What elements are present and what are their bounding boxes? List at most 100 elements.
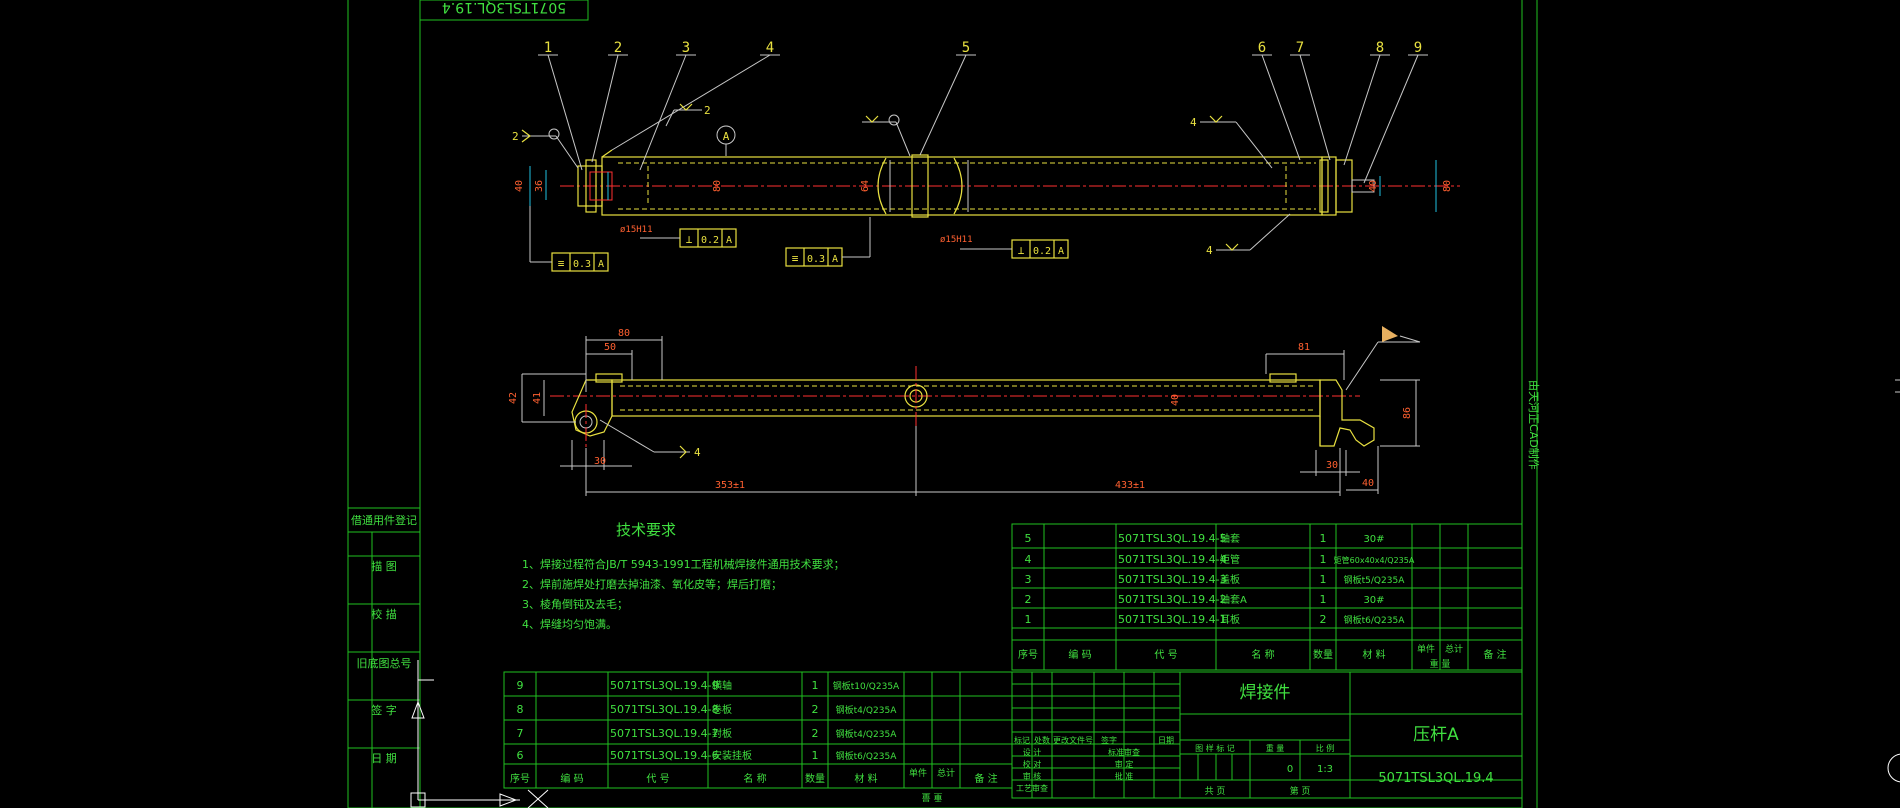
front-view: 80 50 81 42 41 30 30 40 40 86 353±1 433 bbox=[508, 326, 1421, 496]
dim-top-40b: 40 bbox=[1368, 180, 1379, 192]
svg-text:2: 2 bbox=[812, 727, 819, 740]
svg-text:总计: 总计 bbox=[937, 767, 955, 779]
part-code: 5071TSL3QL.19.4 bbox=[1378, 771, 1493, 786]
svg-text:名 称: 名 称 bbox=[1251, 648, 1274, 661]
dim-81: 81 bbox=[1298, 342, 1310, 353]
svg-text:30#: 30# bbox=[1363, 534, 1384, 545]
tech-req-3: 3、棱角倒钝及去毛； bbox=[522, 597, 628, 611]
svg-text:1: 1 bbox=[1025, 613, 1032, 626]
svg-text:0.3: 0.3 bbox=[807, 254, 825, 265]
dim-433: 433±1 bbox=[1115, 480, 1145, 491]
balloon-9: 9 bbox=[1414, 40, 1422, 56]
dim-top-80: 80 bbox=[712, 180, 723, 192]
svg-text:编 码: 编 码 bbox=[560, 772, 583, 785]
svg-text:5071TSL3QL.19.4-2: 5071TSL3QL.19.4-2 bbox=[1118, 593, 1227, 606]
dim-top-64: 64 bbox=[860, 180, 871, 192]
svg-text:8: 8 bbox=[517, 703, 524, 716]
svg-text:盖板: 盖板 bbox=[1220, 573, 1240, 586]
svg-text:5071TSL3QL.19.4-8: 5071TSL3QL.19.4-8 bbox=[610, 703, 719, 716]
svg-text:≡: ≡ bbox=[558, 257, 565, 270]
tech-req-4: 4、焊缝均匀饱满。 bbox=[522, 617, 617, 631]
svg-text:1: 1 bbox=[1320, 532, 1327, 545]
left-strip: 借通用件登记 描 图 校 描 旧底图总号 签 字 日 期 bbox=[347, 507, 421, 808]
type-label: 焊接件 bbox=[1240, 683, 1291, 703]
balloon-2: 2 bbox=[614, 40, 622, 56]
scale-value: 1:3 bbox=[1317, 764, 1333, 775]
svg-text:备 注: 备 注 bbox=[974, 772, 997, 785]
svg-text:2: 2 bbox=[1320, 613, 1327, 626]
svg-text:标记: 标记 bbox=[1014, 735, 1030, 745]
tolerance-frame-4: ⊥ 0.2 A bbox=[960, 239, 1069, 259]
balloon-1: 1 bbox=[544, 40, 552, 56]
balloon-4: 4 bbox=[766, 40, 774, 56]
svg-text:钢板t6/Q235A: 钢板t6/Q235A bbox=[836, 750, 898, 762]
svg-text:更改文件号: 更改文件号 bbox=[1053, 735, 1093, 745]
svg-text:处数: 处数 bbox=[1034, 735, 1050, 745]
svg-text:校 对: 校 对 bbox=[1023, 759, 1042, 769]
strip-label-1: 描 图 bbox=[371, 559, 397, 573]
dim-41: 41 bbox=[532, 392, 543, 404]
svg-text:重 量: 重 量 bbox=[1430, 658, 1451, 670]
svg-text:材 料: 材 料 bbox=[1362, 648, 1385, 661]
weight-value: 0 bbox=[1287, 764, 1293, 775]
svg-text:1: 1 bbox=[812, 749, 819, 762]
svg-text:批 准: 批 准 bbox=[1115, 771, 1134, 781]
svg-text:耳板: 耳板 bbox=[1220, 613, 1240, 626]
svg-text:轴套A: 轴套A bbox=[1220, 593, 1247, 606]
svg-text:9: 9 bbox=[517, 679, 524, 692]
svg-text:5071TSL3QL.19.4-5: 5071TSL3QL.19.4-5 bbox=[1118, 532, 1227, 545]
svg-text:≡: ≡ bbox=[792, 252, 799, 265]
dim-30a: 30 bbox=[594, 456, 606, 467]
svg-text:工艺审查: 工艺审查 bbox=[1016, 783, 1048, 793]
svg-text:5071TSL3QL.19.4-6: 5071TSL3QL.19.4-6 bbox=[610, 749, 719, 762]
svg-text:图 样 标 记: 图 样 标 记 bbox=[1195, 743, 1235, 753]
svg-text:0.2: 0.2 bbox=[1033, 246, 1051, 257]
tolerance-frame-1: ⊥ 0.2 A bbox=[640, 228, 737, 248]
svg-text:第 页: 第 页 bbox=[1290, 785, 1311, 797]
svg-text:1: 1 bbox=[1320, 593, 1327, 606]
svg-text:总计: 总计 bbox=[1445, 643, 1463, 655]
svg-text:A: A bbox=[726, 235, 732, 246]
svg-text:共 页: 共 页 bbox=[1205, 786, 1226, 797]
weld-num-d: 4 bbox=[1206, 244, 1213, 257]
dim-86: 86 bbox=[1402, 407, 1413, 419]
balloon-5: 5 bbox=[962, 40, 970, 56]
side-caption: 由天河正CAD制作 bbox=[1527, 380, 1541, 470]
svg-text:备 注: 备 注 bbox=[1483, 648, 1506, 661]
strip-label-3: 旧底图总号 bbox=[357, 656, 412, 670]
tech-req-title: 技术要求 bbox=[616, 521, 676, 539]
part-name: 压杆A bbox=[1413, 725, 1459, 745]
svg-text:⊥: ⊥ bbox=[686, 233, 693, 246]
svg-text:5071TSL3QL.19.4-9: 5071TSL3QL.19.4-9 bbox=[610, 679, 719, 692]
svg-text:数量: 数量 bbox=[805, 772, 825, 785]
svg-text:序号: 序号 bbox=[1018, 648, 1038, 661]
svg-text:钢板t10/Q235A: 钢板t10/Q235A bbox=[833, 680, 900, 692]
strip-label-5: 日 期 bbox=[371, 752, 397, 765]
svg-text:6: 6 bbox=[517, 749, 524, 762]
dim-top-h11b: ø15H11 bbox=[940, 235, 973, 245]
svg-text:5071TSL3QL.19.4-7: 5071TSL3QL.19.4-7 bbox=[610, 727, 719, 740]
tech-req-1: 1、焊接过程符合JB/T 5943-1991工程机械焊接件通用技术要求； bbox=[522, 557, 845, 571]
balloon-6: 6 bbox=[1258, 40, 1266, 56]
svg-text:A: A bbox=[1058, 246, 1064, 257]
svg-text:0.3: 0.3 bbox=[573, 259, 591, 270]
svg-text:钢板t4/Q235A: 钢板t4/Q235A bbox=[836, 728, 898, 740]
svg-text:单件: 单件 bbox=[909, 767, 927, 779]
tolerance-frame-2: ≡ 0.3 A bbox=[529, 206, 609, 272]
svg-text:代 号: 代 号 bbox=[1154, 649, 1177, 661]
svg-text:钢板t4/Q235A: 钢板t4/Q235A bbox=[836, 704, 898, 716]
dim-top-h11a: ø15H11 bbox=[620, 225, 653, 235]
top-view: 1 2 3 4 5 6 7 8 9 2 2 4 4 A bbox=[512, 40, 1460, 272]
svg-text:轴套: 轴套 bbox=[1220, 532, 1240, 545]
weld-num-c: 4 bbox=[1190, 116, 1197, 129]
balloon-8: 8 bbox=[1376, 40, 1384, 56]
svg-text:⊥: ⊥ bbox=[1018, 244, 1025, 257]
svg-text:4: 4 bbox=[1025, 553, 1032, 566]
dim-40b: 40 bbox=[1362, 478, 1374, 489]
strip-label-0: 借通用件登记 bbox=[351, 513, 417, 527]
svg-text:1: 1 bbox=[1320, 553, 1327, 566]
svg-text:3: 3 bbox=[1025, 573, 1032, 586]
balloon-7: 7 bbox=[1296, 40, 1304, 56]
svg-text:单件: 单件 bbox=[1417, 643, 1435, 655]
